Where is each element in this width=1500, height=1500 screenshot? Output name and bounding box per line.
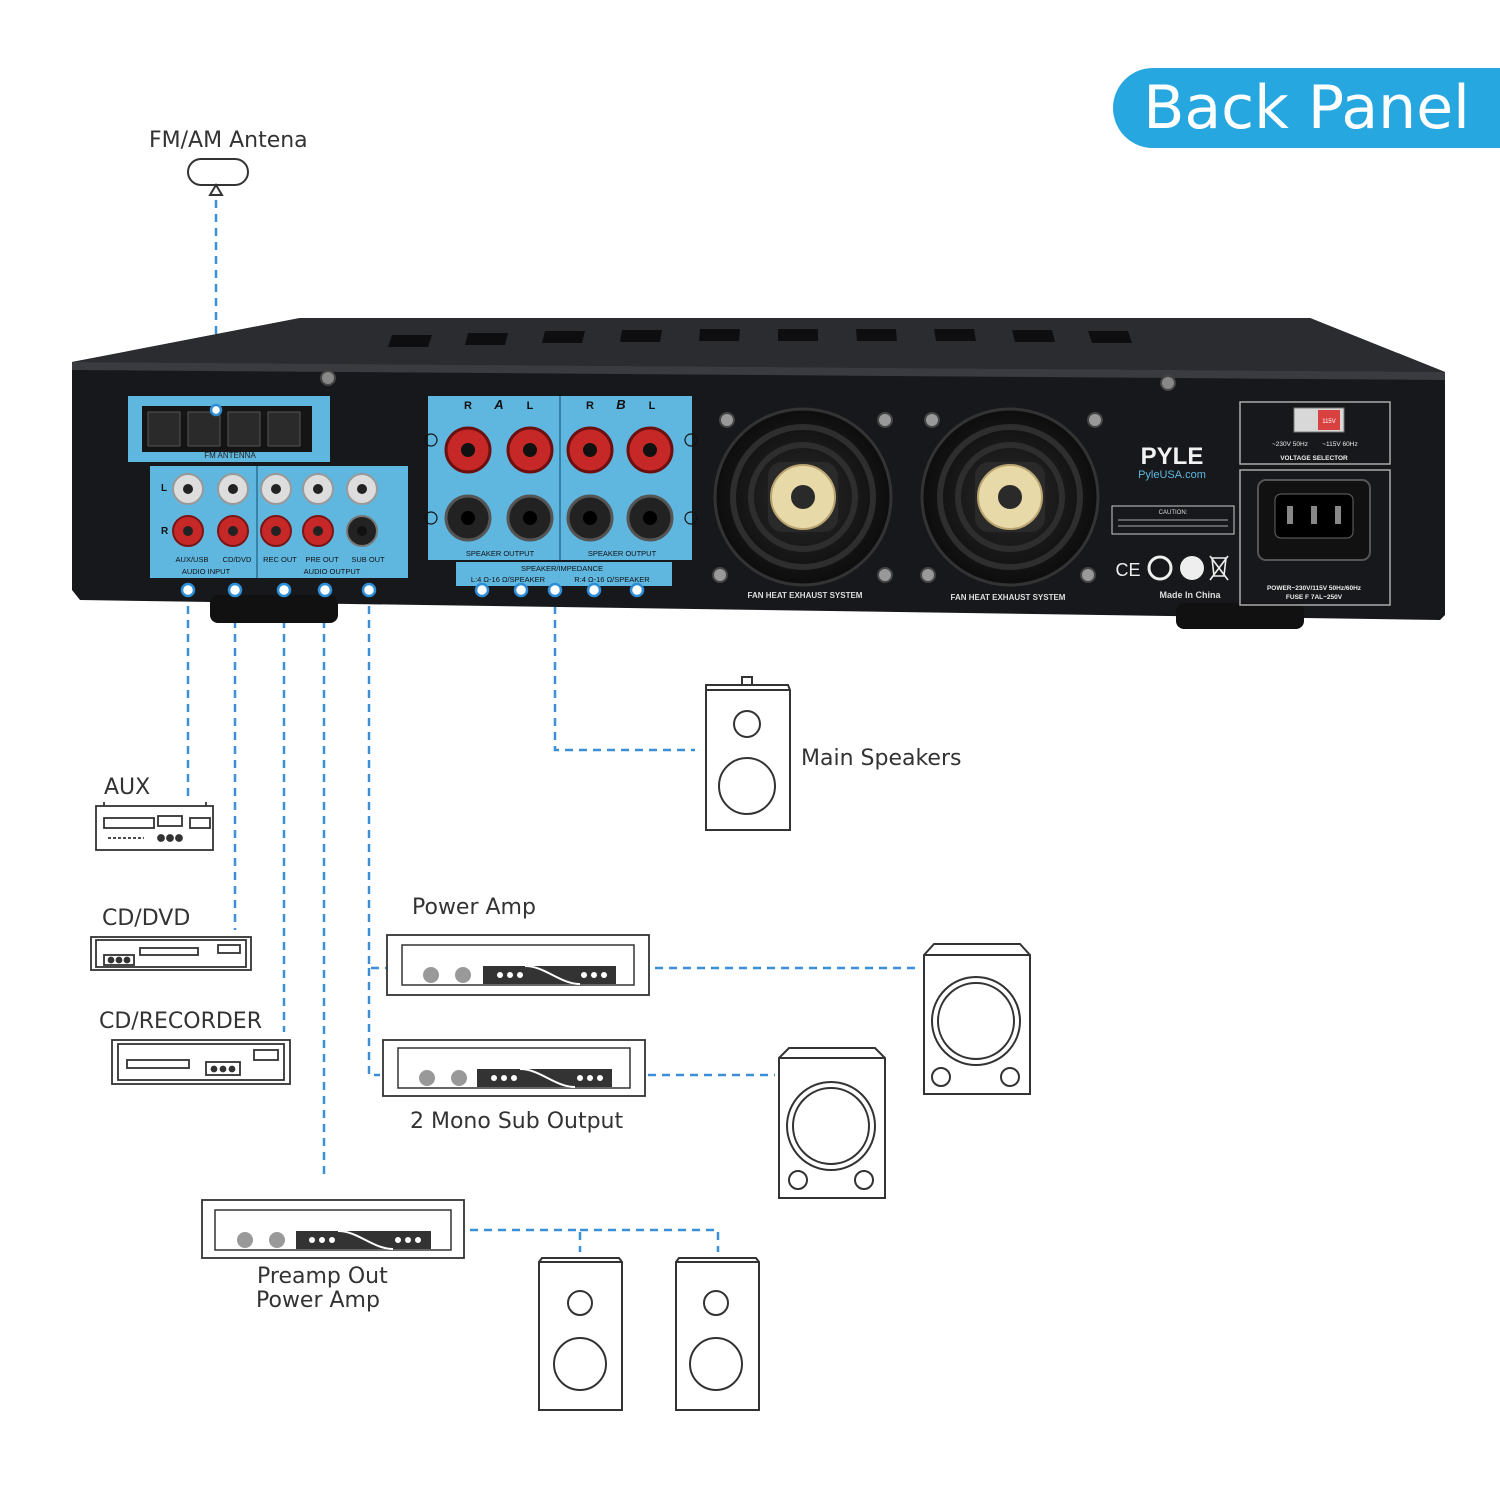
power-amp-icon xyxy=(386,934,650,996)
fan-label-left: FAN HEAT EXHAUST SYSTEM xyxy=(748,591,863,600)
output-label-pre-out: PRE OUT xyxy=(305,555,339,564)
audio-output-label: AUDIO OUTPUT xyxy=(304,567,361,576)
preamp-label-line2: Power Amp xyxy=(256,1288,380,1313)
mono-sub-amp-icon xyxy=(382,1039,646,1097)
output-label-rec-out: REC OUT xyxy=(263,555,297,564)
mono-sub-label: 2 Mono Sub Output xyxy=(410,1109,624,1134)
caution-label xyxy=(1111,505,1235,535)
impedance-right-label: R:4 Ω-16 Ω/SPEAKER xyxy=(574,575,650,584)
row-l-label: L xyxy=(161,483,167,494)
main-speaker-icon xyxy=(705,676,791,831)
rca-jacks-left xyxy=(172,473,378,505)
title-banner xyxy=(1113,68,1500,148)
antenna-icon xyxy=(187,158,249,196)
black-binding-posts xyxy=(444,494,674,542)
recycle-icon xyxy=(1147,555,1173,581)
rca-jacks-right xyxy=(172,515,378,547)
cd-dvd-device-icon xyxy=(90,936,252,971)
caution-text: CAUTION: xyxy=(1159,510,1188,516)
zone-a-l: L xyxy=(527,400,534,412)
preamp-label-line1: Preamp Out xyxy=(257,1264,388,1289)
preamp-to-speakers-line xyxy=(470,1228,720,1252)
sub-out-line-1 xyxy=(367,592,386,970)
fan-right xyxy=(920,407,1103,587)
main-speakers-label: Main Speakers xyxy=(801,746,962,771)
fuse-rating: FUSE F 7AL~250V xyxy=(1286,594,1343,601)
zone-a-label: A xyxy=(493,397,503,412)
fm-antenna-label: FM ANTENNA xyxy=(204,451,256,460)
power-rating: POWER~230V/115V 50Hz/60Hz xyxy=(1267,585,1362,592)
impedance-left-label: L:4 Ω-16 Ω/SPEAKER xyxy=(471,575,546,584)
preamp-power-amp-icon xyxy=(201,1199,465,1259)
voltage-115: ~115V 60Hz xyxy=(1322,441,1357,448)
page-title: Back Panel xyxy=(1143,73,1470,143)
speaker-out-line xyxy=(553,592,695,752)
rca-panel: L R AUX/USB CD/DVD REC OUT PRE OUT SUB O… xyxy=(150,466,408,578)
zone-b-l: L xyxy=(649,400,656,412)
fan-label-right: FAN HEAT EXHAUST SYSTEM xyxy=(951,593,1066,602)
zone-b-r: R xyxy=(586,400,594,412)
output-label-sub-out: SUB OUT xyxy=(351,555,385,564)
red-binding-posts xyxy=(444,426,674,474)
aux-label: AUX xyxy=(104,775,151,800)
fm-antenna-terminal: FM ANTENNA xyxy=(128,396,330,462)
audio-input-label: AUDIO INPUT xyxy=(182,567,231,576)
row-r-label: R xyxy=(161,526,169,537)
antenna-label: FM/AM Antena xyxy=(149,128,308,153)
bottom-speaker-left-icon xyxy=(538,1257,623,1411)
connection-lines xyxy=(186,200,920,1252)
brand-logo: PYLE xyxy=(1141,443,1204,470)
subwoofer-right-icon xyxy=(923,943,1031,1095)
input-label-aux-usb: AUX/USB xyxy=(176,555,209,564)
fan-left xyxy=(712,407,893,587)
voltage-230: ~230V 50Hz xyxy=(1272,441,1308,448)
subwoofer-left-icon xyxy=(778,1047,886,1199)
power-inlet: POWER~230V/115V 50Hz/60Hz FUSE F 7AL~250… xyxy=(1239,469,1391,606)
ce-mark: CE xyxy=(1115,560,1140,580)
voltage-selector-label: VOLTAGE SELECTOR xyxy=(1280,455,1348,462)
port-markers xyxy=(180,403,645,598)
zone-b-label: B xyxy=(616,397,625,412)
speaker-impedance-label: SPEAKER/IMPEDANCE xyxy=(521,564,603,573)
sub-out-line-2 xyxy=(367,968,380,1077)
zone-a-r: R xyxy=(464,400,472,412)
aux-device-icon xyxy=(95,802,214,851)
brand-website: PyleUSA.com xyxy=(1138,469,1206,481)
power-amp-label: Power Amp xyxy=(412,895,536,920)
cd-dvd-label: CD/DVD xyxy=(102,906,191,931)
cd-recorder-label: CD/RECORDER xyxy=(99,1009,262,1034)
brand-area: PYLE PyleUSA.com CAUTION: CE Made In Chi… xyxy=(1111,443,1235,600)
speaker-output-label-b: SPEAKER OUTPUT xyxy=(588,549,657,558)
speaker-output-panel: R A L R B L SPEAKER OUTPUT SPEAKER OUT xyxy=(424,396,698,586)
made-in-label: Made In China xyxy=(1159,590,1221,600)
bottom-speaker-right-icon xyxy=(675,1257,760,1411)
cd-recorder-device-icon xyxy=(111,1039,291,1085)
weee-bin-icon xyxy=(1209,555,1229,581)
switch-value: 115V xyxy=(1322,419,1336,425)
input-label-cd-dvd: CD/DVD xyxy=(223,555,252,564)
voltage-selector: 115V ~230V 50Hz ~115V 60Hz VOLTAGE SELEC… xyxy=(1239,401,1391,465)
speaker-output-label-a: SPEAKER OUTPUT xyxy=(466,549,535,558)
green-dot-icon xyxy=(1180,556,1204,580)
